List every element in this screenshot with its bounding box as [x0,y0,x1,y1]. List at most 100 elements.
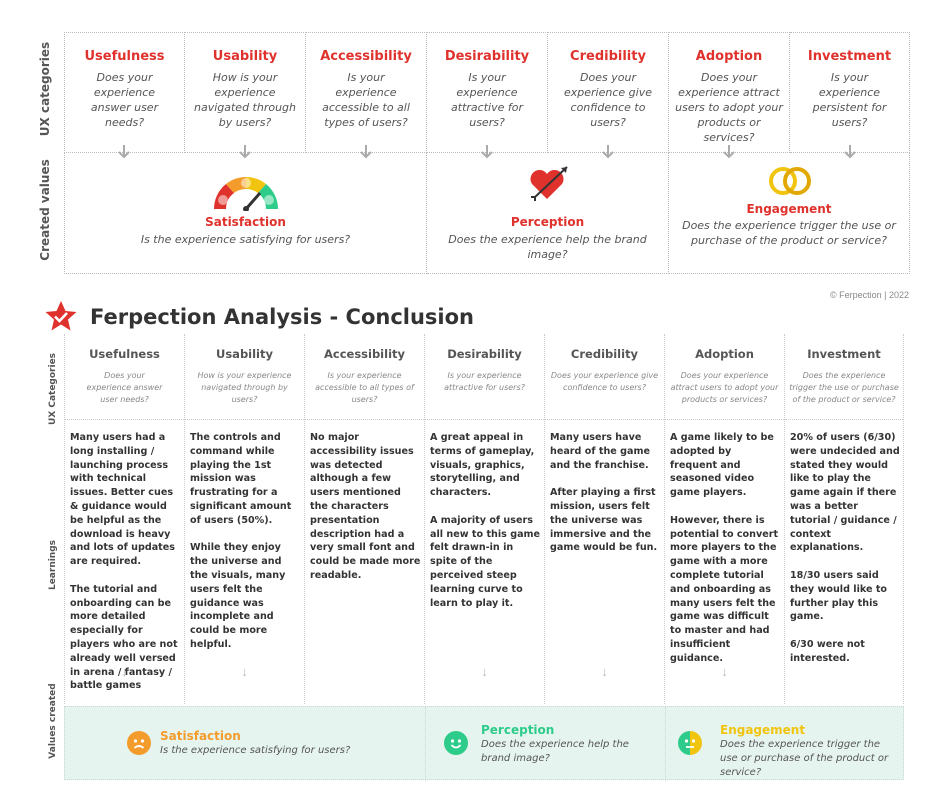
column-title: Credibility [570,347,639,361]
conclusion-column-credibility: Credibility Does your experience give co… [545,334,665,704]
created-values-vertical-label: Created values [38,159,52,261]
column-title: Usefulness [89,347,160,361]
learning-paragraph: Many users have heard of the game and th… [550,432,650,471]
learnings-text: A great appeal in terms of gameplay, vis… [430,431,541,624]
learning-paragraph: No major accessibility issues was detect… [310,432,421,581]
category-cell-accessibility: Accessibility Is your experience accessi… [306,32,427,153]
value-title: Satisfaction [160,729,241,743]
category-title: Investment [807,49,892,64]
value-question: Is the experience satisfying for users? [160,745,351,756]
category-title: Usability [212,49,278,64]
arrow-down-icon [842,144,858,160]
copyright-text: © Ferpection | 2022 [829,290,909,300]
arrow-down-icon [600,144,616,160]
value-block-engagement: Engagement Does the experience trigger t… [666,707,905,781]
conclusion-column-investment: Investment Does the experience trigger t… [785,334,904,704]
column-question: Does your experience attract users to ad… [670,371,779,404]
value-title: Engagement [746,202,832,216]
learning-paragraph: After playing a first mission, users fel… [550,487,658,554]
satisfaction-gauge-icon [210,171,282,216]
learning-paragraph: However, there is potential to convert m… [670,514,779,664]
arrow-down-icon [358,144,374,160]
learnings-text: Many users have heard of the game and th… [550,431,661,569]
column-title: Adoption [695,347,754,361]
learnings-text: 20% of users (6/30) were undecided and s… [790,431,900,679]
learnings-vertical-label: Learnings [48,539,58,591]
value-title: Perception [481,723,555,737]
column-question: Does your experience answer user needs? [86,371,163,404]
conclusion-column-usability: Usability How is your experience navigat… [185,334,305,704]
value-question: Does the experience trigger the use or p… [682,219,896,247]
learning-paragraph: A great appeal in terms of gameplay, vis… [430,432,535,499]
category-question: Is your experience accessible to all typ… [322,71,410,129]
arrow-down-icon: ↓ [241,664,248,679]
arrow-down-icon [237,144,253,160]
column-header: Usability How is your experience navigat… [185,334,304,420]
ux-categories-vertical-label: UX Categories [48,352,58,426]
value-cell-perception: Perception Does the experience help the … [427,153,669,274]
learning-paragraph: 6/30 were not interested. [790,638,865,664]
category-cell-usefulness: Usefulness Does your experience answer u… [64,32,185,153]
conclusion-column-adoption: Adoption Does your experience attract us… [665,334,785,704]
column-question: Does the experience trigger the use or p… [789,371,899,404]
arrow-down-icon: ↓ [121,664,128,679]
arrow-down-icon [721,144,737,160]
value-title: Engagement [720,723,806,737]
category-cell-credibility: Credibility Does your experience give co… [548,32,669,153]
column-header: Accessibility Is your experience accessi… [305,334,424,420]
column-question: Does your experience give confidence to … [550,371,659,392]
value-cell-engagement: Engagement Does the experience trigger t… [669,153,910,274]
column-title: Accessibility [323,347,406,361]
ux-framework-grid: Usefulness Does your experience answer u… [64,32,910,274]
happy-face-icon [444,731,468,755]
learning-paragraph: A majority of users all new to this game… [430,514,541,609]
column-header: Usefulness Does your experience answer u… [65,334,184,420]
conclusion-title: Ferpection Analysis - Conclusion [90,305,474,329]
arrow-down-icon: ↓ [481,664,488,679]
star-check-icon [44,300,78,337]
value-question: Does the experience trigger the use or p… [720,739,889,778]
category-cell-investment: Investment Is your experience persistent… [790,32,910,153]
learnings-text: Many users had a long installing / launc… [70,431,181,707]
category-cell-usability: Usability How is your experience navigat… [185,32,306,153]
arrow-down-icon [479,144,495,160]
category-title: Usefulness [84,49,165,64]
category-cell-adoption: Adoption Does your experience attract us… [669,32,790,153]
column-header: Credibility Does your experience give co… [545,334,664,420]
arrow-down-icon: ↓ [721,664,728,679]
conclusion-grid: Usefulness Does your experience answer u… [64,334,905,781]
arrow-down-icon [116,144,132,160]
category-question: Does your experience attract users to ad… [675,71,783,144]
heart-arrow-icon [527,163,571,208]
column-title: Usability [216,347,273,361]
column-title: Desirability [447,347,522,361]
values-created-vertical-label: Values created [48,683,58,759]
conclusion-column-desirability: Desirability Is your experience attracti… [425,334,545,704]
conclusion-column-usefulness: Usefulness Does your experience answer u… [64,334,185,704]
rings-icon [766,164,814,203]
column-question: Is your experience attractive for users? [444,371,525,392]
arrow-down-icon: ↓ [601,664,608,679]
learnings-text: A game likely to be adopted by frequent … [670,431,781,679]
column-question: Is your experience accessible to all typ… [315,371,414,404]
column-header: Desirability Is your experience attracti… [425,334,544,420]
value-question: Does the experience help the brand image… [481,739,629,764]
column-question: How is your experience navigated through… [197,371,292,404]
value-title: Perception [510,215,585,229]
category-title: Accessibility [320,49,412,64]
conclusion-column-accessibility: Accessibility Is your experience accessi… [305,334,425,704]
learning-paragraph: 20% of users (6/30) were undecided and s… [790,432,900,554]
learning-paragraph: Many users had a long installing / launc… [70,432,175,568]
column-header: Adoption Does your experience attract us… [665,334,784,420]
category-question: Is your experience attractive for users? [451,71,523,129]
learning-paragraph: The controls and command while playing t… [190,432,292,526]
category-cell-desirability: Desirability Is your experience attracti… [427,32,548,153]
learnings-text: No major accessibility issues was detect… [310,431,421,597]
ux-categories-vertical-label: UX categories [38,41,52,137]
value-title: Satisfaction [205,215,286,229]
category-question: Does your experience give confidence to … [564,71,652,129]
category-question: Does your experience answer user needs? [90,71,159,129]
learnings-text: The controls and command while playing t… [190,431,301,666]
category-title: Desirability [444,49,530,64]
neutral-face-icon [678,731,702,755]
